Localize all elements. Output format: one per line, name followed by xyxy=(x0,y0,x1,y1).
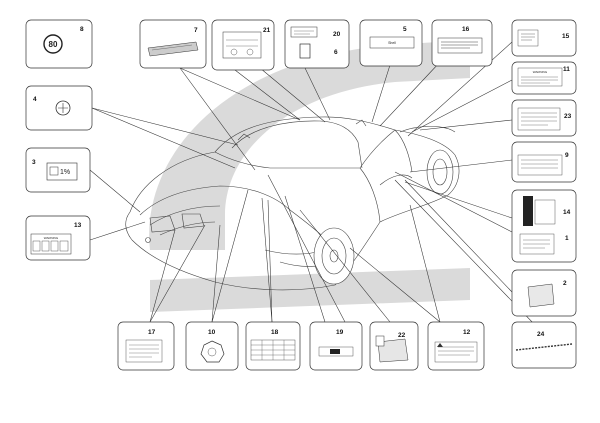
car-outline xyxy=(125,116,460,291)
callout-21[interactable]: 21 xyxy=(211,19,275,71)
callout-9[interactable]: 9 xyxy=(511,141,577,183)
svg-text:23: 23 xyxy=(564,113,572,120)
svg-text:WARNING: WARNING xyxy=(533,70,548,74)
callout-20-6[interactable]: 20 6 xyxy=(284,19,350,69)
svg-text:7: 7 xyxy=(194,27,198,34)
svg-text:6: 6 xyxy=(334,49,338,56)
callout-24[interactable]: 24 xyxy=(511,321,577,369)
callout-22[interactable]: 22 xyxy=(369,321,419,371)
svg-text:1: 1 xyxy=(565,235,569,242)
svg-text:22: 22 xyxy=(398,332,406,339)
callout-16[interactable]: 16 xyxy=(431,19,493,67)
leader-lines xyxy=(89,41,536,326)
callout-2[interactable]: 2 xyxy=(511,269,577,317)
watermark-logo xyxy=(149,40,470,312)
svg-text:19: 19 xyxy=(336,329,344,336)
svg-text:2: 2 xyxy=(563,280,567,287)
svg-text:16: 16 xyxy=(462,26,470,33)
svg-text:3: 3 xyxy=(32,159,36,166)
svg-text:WARNING: WARNING xyxy=(44,236,59,240)
callout-13[interactable]: WARNING 13 xyxy=(25,215,91,261)
svg-text:5: 5 xyxy=(403,26,407,33)
callout-14-1[interactable]: 14 1 xyxy=(511,189,577,263)
callout-4[interactable]: 4 xyxy=(25,85,93,131)
svg-text:14: 14 xyxy=(563,209,571,216)
svg-text:24: 24 xyxy=(537,331,545,338)
svg-text:18: 18 xyxy=(271,329,279,336)
svg-text:10: 10 xyxy=(208,329,216,336)
svg-text:20: 20 xyxy=(333,31,341,38)
callout-10[interactable]: 10 xyxy=(185,321,239,371)
callout-11[interactable]: WARNING 11 xyxy=(511,61,577,95)
svg-text:12: 12 xyxy=(463,329,471,336)
svg-text:4: 4 xyxy=(33,96,37,103)
callout-8[interactable]: 80 8 xyxy=(25,19,93,69)
svg-text:13: 13 xyxy=(74,222,82,229)
speed-limit-text: 80 xyxy=(49,40,58,49)
callout-23[interactable]: 23 xyxy=(511,99,577,137)
callout-12[interactable]: 12 xyxy=(427,321,485,371)
svg-text:21: 21 xyxy=(263,27,271,34)
svg-text:15: 15 xyxy=(562,33,570,40)
svg-text:11: 11 xyxy=(563,66,570,73)
svg-text:Shell: Shell xyxy=(388,41,396,45)
callout-15[interactable]: 15 xyxy=(511,19,577,57)
callout-5[interactable]: Shell 5 xyxy=(359,19,423,67)
callout-17[interactable]: 17 xyxy=(117,321,175,371)
fuel-percent-text: 1% xyxy=(60,169,70,176)
callout-19[interactable]: 19 xyxy=(309,321,363,371)
callout-18[interactable]: 18 xyxy=(245,321,301,371)
svg-text:8: 8 xyxy=(80,26,84,33)
svg-text:9: 9 xyxy=(565,152,569,159)
callout-3[interactable]: 1% 3 xyxy=(25,147,91,193)
svg-text:17: 17 xyxy=(148,329,156,336)
callout-7[interactable]: 7 xyxy=(139,19,207,69)
